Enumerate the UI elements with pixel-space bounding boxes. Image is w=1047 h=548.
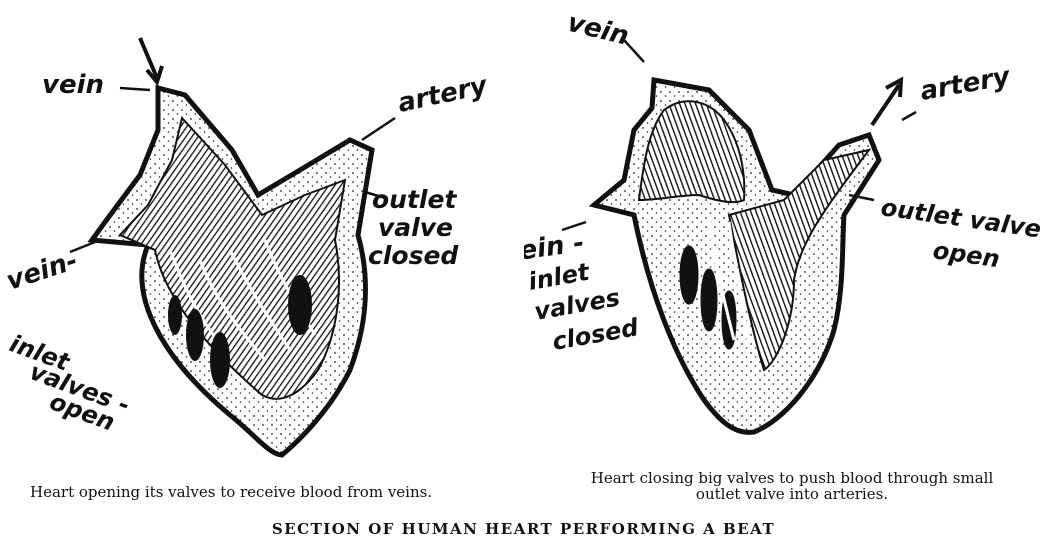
label-outlet-2: open xyxy=(931,236,1001,273)
heart-diagram-valves-open: vein artery vein- outlet valve closed in… xyxy=(0,0,523,470)
heart-open-illustration: vein artery vein- outlet valve closed in… xyxy=(0,0,523,470)
caption-line-2: outlet valve into arteries. xyxy=(552,486,1032,502)
figure-title: SECTION OF HUMAN HEART PERFORMING A BEAT xyxy=(0,520,1047,538)
label-vein-side: vein- xyxy=(3,246,82,297)
label-outlet-1: outlet valve xyxy=(879,193,1043,243)
label-outlet-1: outlet xyxy=(372,185,457,214)
heart-closed-illustration: vein artery vein - outlet valve open inl… xyxy=(524,0,1047,470)
caption-line-1: Heart closing big valves to push blood t… xyxy=(552,470,1032,486)
outflow-arrow-icon xyxy=(872,80,901,125)
label-outlet-3: closed xyxy=(368,241,459,270)
label-artery: artery xyxy=(918,62,1013,107)
label-artery: artery xyxy=(395,71,490,119)
caption-valves-closed: Heart closing big valves to push blood t… xyxy=(552,470,1032,502)
label-vein-top: vein xyxy=(42,70,104,100)
label-outlet-2: valve xyxy=(378,213,453,242)
heart-diagram-valves-closed: vein artery vein - outlet valve open inl… xyxy=(524,0,1047,470)
caption-valves-open: Heart opening its valves to receive bloo… xyxy=(30,484,510,500)
label-vein-top: vein xyxy=(564,8,631,52)
inflow-arrow-icon xyxy=(140,38,162,82)
